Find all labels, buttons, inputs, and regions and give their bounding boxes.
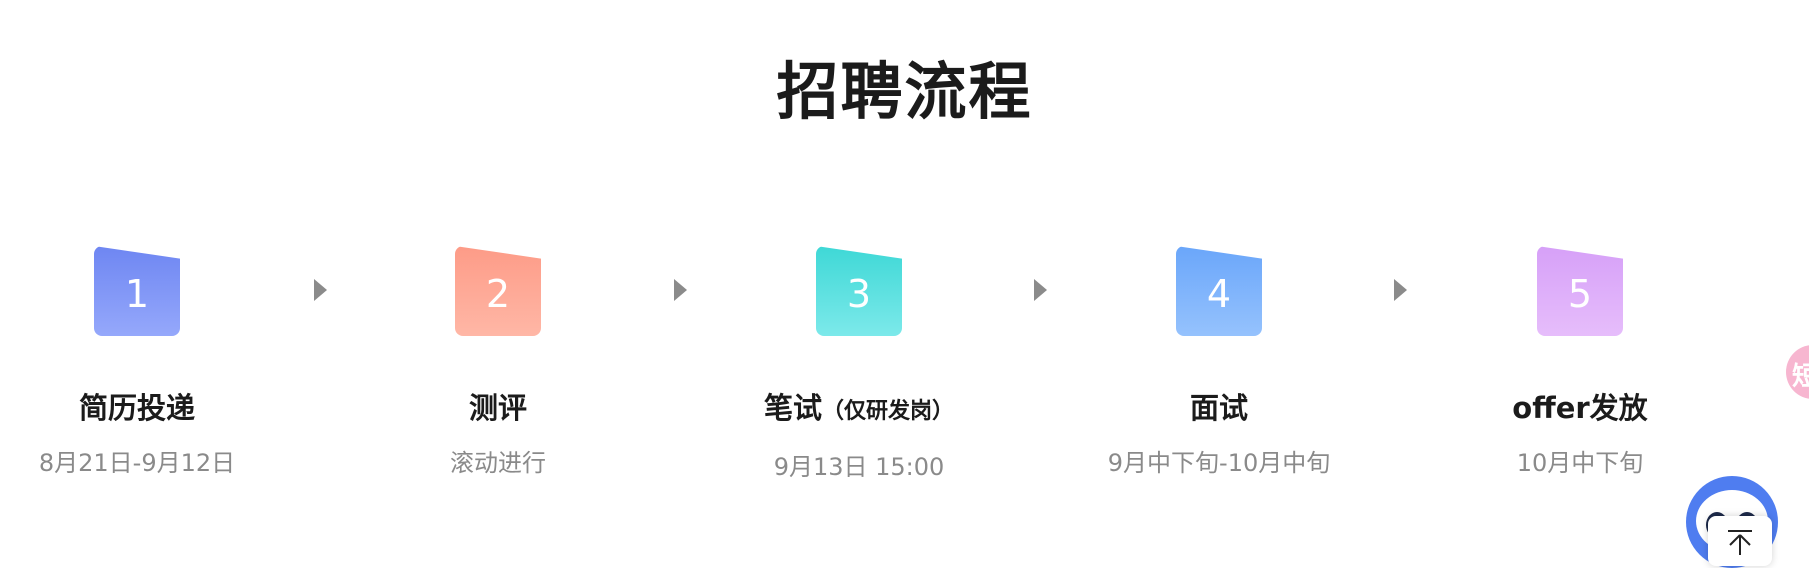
step-number-badge: 5: [1537, 246, 1623, 336]
step-number-badge: 1: [94, 246, 180, 336]
step-title: 面试: [1189, 391, 1248, 425]
step-title: 测评: [468, 391, 527, 425]
step-number-badge: 2: [455, 246, 541, 336]
step-title: 简历投递: [78, 391, 195, 425]
pink-floating-icon[interactable]: 短: [1786, 345, 1809, 399]
step-date: 10月中下旬: [1516, 449, 1644, 477]
triangle-right-icon: [674, 279, 687, 301]
step-5: 5 offer发放 10月中下旬: [1400, 246, 1760, 478]
triangle-right-icon: [1034, 279, 1047, 301]
back-to-top-button[interactable]: [1708, 516, 1772, 566]
step-1: 1 简历投递 8月21日-9月12日: [0, 246, 317, 478]
triangle-right-icon: [1394, 279, 1407, 301]
step-title-note: （仅研发岗）: [822, 399, 955, 424]
step-date: 滚动进行: [450, 449, 546, 477]
triangle-right-icon: [314, 279, 327, 301]
step-3: 3 笔试（仅研发岗） 9月13日 15:00: [679, 246, 1039, 482]
step-title: 笔试（仅研发岗）: [763, 391, 955, 425]
step-2: 2 测评 滚动进行: [318, 246, 678, 478]
step-date: 8月21日-9月12日: [38, 449, 236, 477]
step-title: offer发放: [1512, 391, 1648, 425]
step-date: 9月中下旬-10月中旬: [1107, 449, 1331, 477]
back-to-top-icon: [1728, 530, 1752, 555]
step-date: 9月13日 15:00: [773, 453, 945, 481]
step-number-badge: 4: [1176, 246, 1262, 336]
step-4: 4 面试 9月中下旬-10月中旬: [1039, 246, 1399, 478]
page-title: 招聘流程: [776, 55, 1033, 128]
step-number-badge: 3: [816, 246, 902, 336]
